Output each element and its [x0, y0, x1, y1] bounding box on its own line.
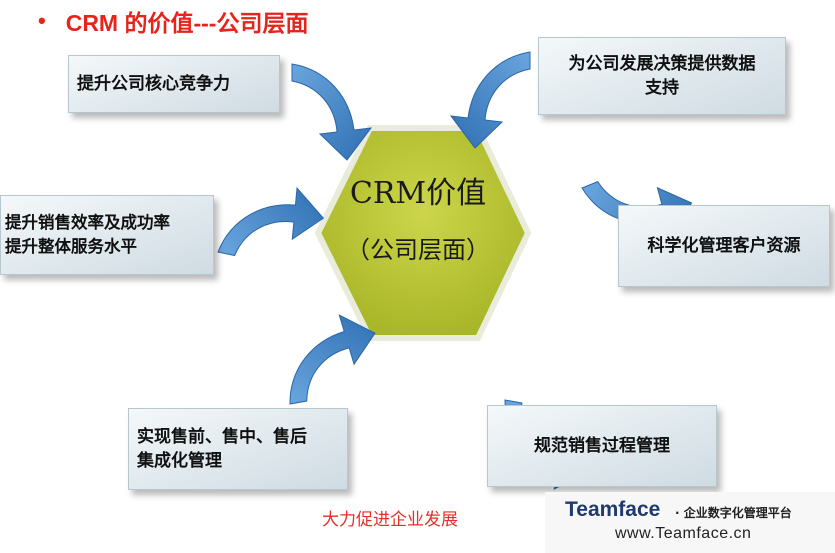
center-subtitle: （公司层面）	[346, 236, 490, 264]
brand-name: Teamface	[565, 498, 661, 521]
box-customer-resources: 科学化管理客户资源	[618, 205, 830, 287]
brand-url: www.Teamface.cn	[615, 525, 752, 542]
brand-tagline: · 企业数字化管理平台	[675, 506, 792, 520]
box-label-line2: 集成化管理	[137, 451, 222, 471]
box-label-line2: 提升整体服务水平	[5, 237, 137, 256]
box-label-line2: 支持	[645, 78, 679, 98]
box-sales-efficiency: 提升销售效率及成功率 提升整体服务水平	[0, 195, 214, 275]
arrow-mid-left	[217, 174, 329, 273]
box-sales-process: 规范销售过程管理	[487, 405, 717, 487]
box-label-line1: 为公司发展决策提供数据	[568, 54, 756, 74]
box-label: 规范销售过程管理	[534, 436, 670, 456]
brand-watermark: Teamface · 企业数字化管理平台 www.Teamface.cn	[545, 492, 835, 553]
box-label: 科学化管理客户资源	[647, 236, 801, 256]
box-integrated-sales: 实现售前、售中、售后 集成化管理	[128, 408, 348, 490]
box-core-competitiveness: 提升公司核心竞争力	[68, 55, 280, 113]
box-label: 提升公司核心竞争力	[77, 74, 230, 94]
box-label-line1: 实现售前、售中、售后	[137, 427, 307, 447]
box-decision-support: 为公司发展决策提供数据 支持	[538, 37, 786, 115]
title-bullet: •	[38, 8, 46, 33]
title-text: CRM 的价值---公司层面	[65, 10, 309, 36]
center-title: CRM价值	[349, 176, 487, 211]
footer-slogan: 大力促进企业发展	[322, 510, 458, 530]
box-label-line1: 提升销售效率及成功率	[5, 213, 170, 232]
slide-title: • CRM 的价值---公司层面	[38, 4, 308, 38]
